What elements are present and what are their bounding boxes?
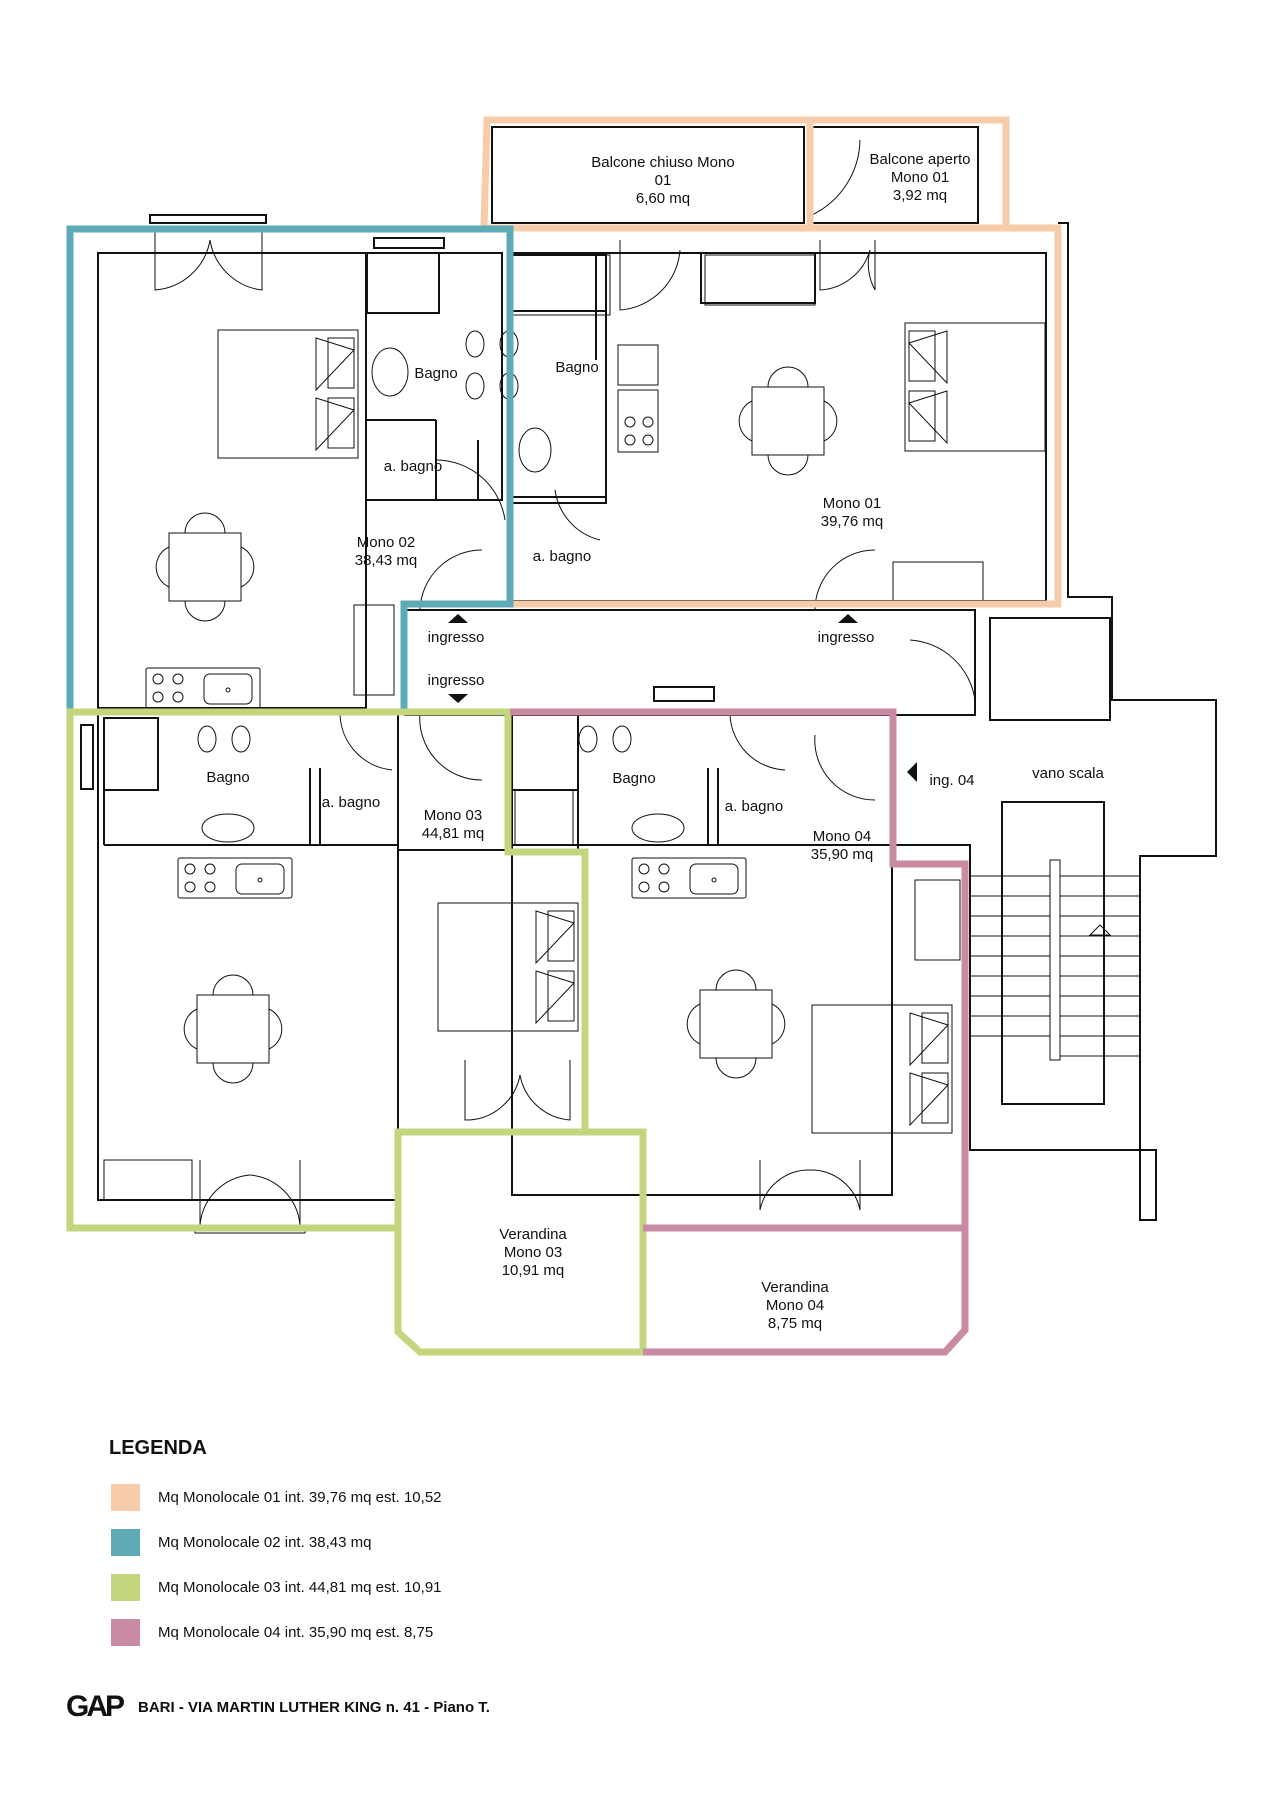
label-bagno-01: Bagno (555, 359, 599, 376)
label-abagno-03: a. bagno (321, 794, 381, 811)
legend-swatch (111, 1484, 140, 1511)
mono01-outline (480, 116, 1062, 608)
mono04-outline (510, 708, 969, 1356)
label-ingresso-03: ingresso (427, 672, 485, 689)
label-ing-04: ing. 04 (929, 772, 975, 789)
stairs (970, 859, 1140, 1061)
legend-swatch (111, 1619, 140, 1646)
ingresso-arrow-up (838, 614, 858, 623)
footer-address: BARI - VIA MARTIN LUTHER KING n. 41 - Pi… (138, 1699, 490, 1716)
entrance-arrows (448, 614, 917, 782)
doors (154, 130, 976, 1234)
legend-text: Mq Monolocale 01 int. 39,76 mq est. 10,5… (158, 1489, 442, 1506)
ing04-arrow-left (907, 762, 917, 782)
ingresso-arrow-up (448, 614, 468, 623)
label-vano-scala: vano scala (1032, 765, 1104, 782)
legend-swatch (111, 1529, 140, 1556)
label-bagno-04: Bagno (612, 770, 656, 787)
label-abagno-01: a. bagno (532, 548, 592, 565)
ingresso-arrow-down (448, 694, 468, 703)
label-abagno-02: a. bagno (383, 458, 443, 475)
gap-logo: GAP (66, 1690, 125, 1723)
label-ingresso-01: ingresso (817, 629, 875, 646)
walls (80, 126, 1217, 1221)
legend-text: Mq Monolocale 02 int. 38,43 mq (158, 1534, 372, 1551)
legend-text: Mq Monolocale 03 int. 44,81 mq est. 10,9… (158, 1579, 442, 1596)
label-bagno-03: Bagno (206, 769, 250, 786)
mono03-outline (66, 708, 647, 1356)
label-bagno-02: Bagno (414, 365, 458, 382)
label-ingresso-02: ingresso (427, 629, 485, 646)
legend-swatch (111, 1574, 140, 1601)
legend-text: Mq Monolocale 04 int. 35,90 mq est. 8,75 (158, 1624, 434, 1641)
label-abagno-04: a. bagno (724, 798, 784, 815)
mono02-outline (66, 225, 514, 710)
furniture (103, 254, 1046, 1201)
legend-title: LEGENDA (109, 1437, 207, 1459)
